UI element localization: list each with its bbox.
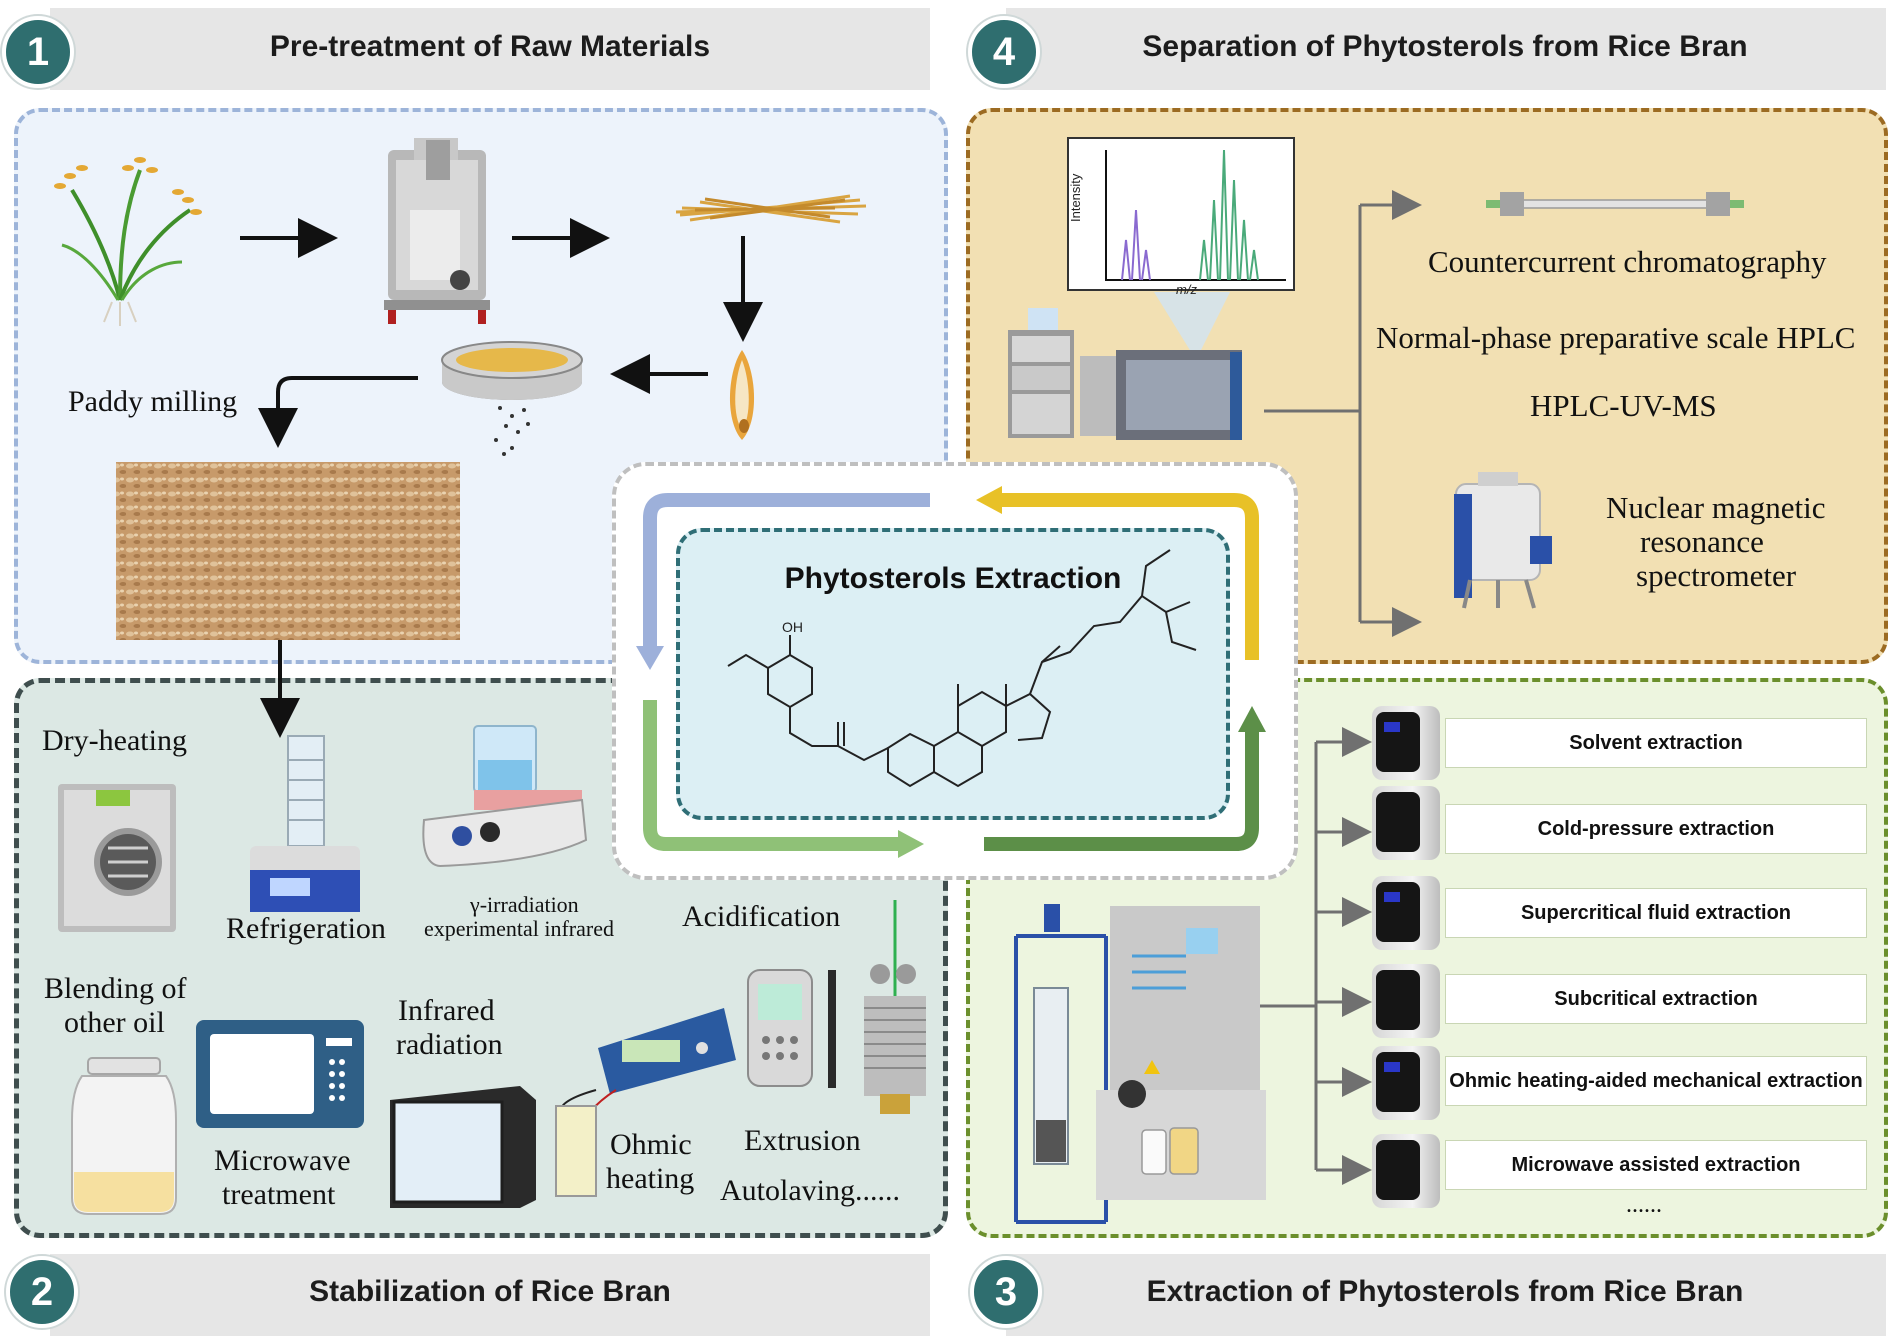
- extraction-device-2: [1372, 786, 1440, 860]
- extraction-device-1: [1372, 706, 1440, 780]
- section3-badge: 3: [970, 1256, 1042, 1328]
- refrigeration-label: Refrigeration: [226, 912, 386, 945]
- dry-heater-icon: [58, 784, 176, 932]
- hotplate-stirrer-icon: [422, 725, 588, 868]
- infrared-oven-icon: [390, 1086, 536, 1208]
- blending-label-2: other oil: [64, 1006, 165, 1039]
- paddy-milling-label: Paddy milling: [68, 385, 238, 418]
- cycle-arrow-light-green: [643, 700, 924, 858]
- more-methods-ellipsis: ......: [1626, 1192, 1662, 1218]
- ohmic-label-1: Ohmic: [610, 1128, 692, 1161]
- nmr-label-2: resonance: [1640, 524, 1764, 559]
- microwave-label-1: Microwave: [214, 1144, 351, 1177]
- ccc-label: Countercurrent chromatography: [1428, 244, 1827, 279]
- oh-label: OH: [782, 619, 803, 635]
- section2-title: Stabilization of Rice Bran: [309, 1275, 671, 1308]
- section4-badge: 4: [968, 16, 1040, 88]
- method-ohmic-heating-aided-extraction: Ohmic heating-aided mechanical extractio…: [1445, 1056, 1867, 1106]
- section3-banner: [1006, 1254, 1886, 1336]
- mass-spectrum-chart: [1067, 137, 1295, 291]
- acidification-label: Acidification: [682, 900, 841, 933]
- center-title: Phytosterols Extraction: [784, 562, 1122, 595]
- blending-label-1: Blending of: [44, 972, 187, 1005]
- oil-jar-icon: [71, 1057, 177, 1215]
- np-hplc-label: Normal-phase preparative scale HPLC: [1376, 320, 1856, 355]
- refrigerator-dryer-icon: [250, 735, 360, 912]
- section4-banner: [1006, 8, 1886, 90]
- supercritical-extractor-icon: [1014, 904, 1266, 1224]
- method-subcritical-extraction: Subcritical extraction: [1445, 974, 1867, 1024]
- dry-heating-label: Dry-heating: [42, 724, 187, 757]
- ph-meter-icon: [747, 969, 836, 1088]
- section2-badge: 2: [6, 1256, 78, 1328]
- nmr-label-1: Nuclear magnetic: [1606, 490, 1826, 525]
- gamma-irradiation-label: γ-irradiation: [470, 892, 579, 917]
- cycle-arrow-blue: [636, 493, 930, 670]
- autolaving-label: Autolaving......: [720, 1174, 900, 1207]
- spectrum-y-label: Intensity: [1068, 173, 1083, 222]
- experimental-infrared-label: experimental infrared: [424, 916, 614, 941]
- method-solvent-extraction: Solvent extraction: [1445, 718, 1867, 768]
- milling-machine-icon: [384, 138, 490, 324]
- extraction-device-5: [1372, 1046, 1440, 1120]
- section2-banner: [50, 1254, 930, 1336]
- section4-title: Separation of Phytosterols from Rice Bra…: [1142, 30, 1748, 63]
- infrared-label-2: radiation: [396, 1028, 503, 1061]
- rice-straw-icon: [675, 194, 867, 224]
- section1-title: Pre-treatment of Raw Materials: [269, 30, 711, 63]
- infrared-label-1: Infrared: [398, 994, 495, 1027]
- nmr-spectrometer-icon: [1454, 472, 1552, 609]
- phytosterol-ferulate-structure: [727, 549, 1197, 788]
- section1-badge: 1: [2, 16, 74, 88]
- method-microwave-assisted-extraction: Microwave assisted extraction: [1445, 1140, 1867, 1190]
- sieve-icon: [441, 341, 583, 456]
- cycle-arrow-yellow: [976, 486, 1259, 660]
- nmr-label-3: spectrometer: [1636, 558, 1797, 593]
- section1-banner: [50, 8, 930, 90]
- spectrum-projection-icon: [1154, 292, 1230, 360]
- arrow-sieve-to-bran: [258, 376, 418, 448]
- method-cold-pressure-extraction: Cold-pressure extraction: [1445, 804, 1867, 854]
- ccc-column-icon: [1486, 192, 1744, 216]
- rice-plant-icon: [54, 157, 202, 326]
- hplc-uv-ms-label: HPLC-UV-MS: [1530, 388, 1717, 423]
- extraction-device-4: [1372, 964, 1440, 1038]
- microwave-label-2: treatment: [222, 1178, 336, 1211]
- section3-title: Extraction of Phytosterols from Rice Bra…: [1146, 1275, 1744, 1308]
- ohmic-heater-icon: [555, 1008, 736, 1197]
- method-supercritical-fluid-extraction: Supercritical fluid extraction: [1445, 888, 1867, 938]
- extraction-device-3: [1372, 876, 1440, 950]
- rice-bran-photo: [116, 462, 460, 640]
- extraction-device-6: [1372, 1134, 1440, 1208]
- extruder-icon: [864, 900, 926, 1114]
- microwave-icon: [196, 1020, 364, 1128]
- rice-grain-icon: [729, 350, 755, 440]
- hplc-ms-instrument-icon: [1008, 308, 1242, 440]
- ohmic-label-2: heating: [606, 1162, 695, 1195]
- cycle-arrow-dark-green: [984, 706, 1266, 851]
- extrusion-label: Extrusion: [744, 1124, 861, 1157]
- spectrum-x-label: m/z: [1176, 282, 1197, 297]
